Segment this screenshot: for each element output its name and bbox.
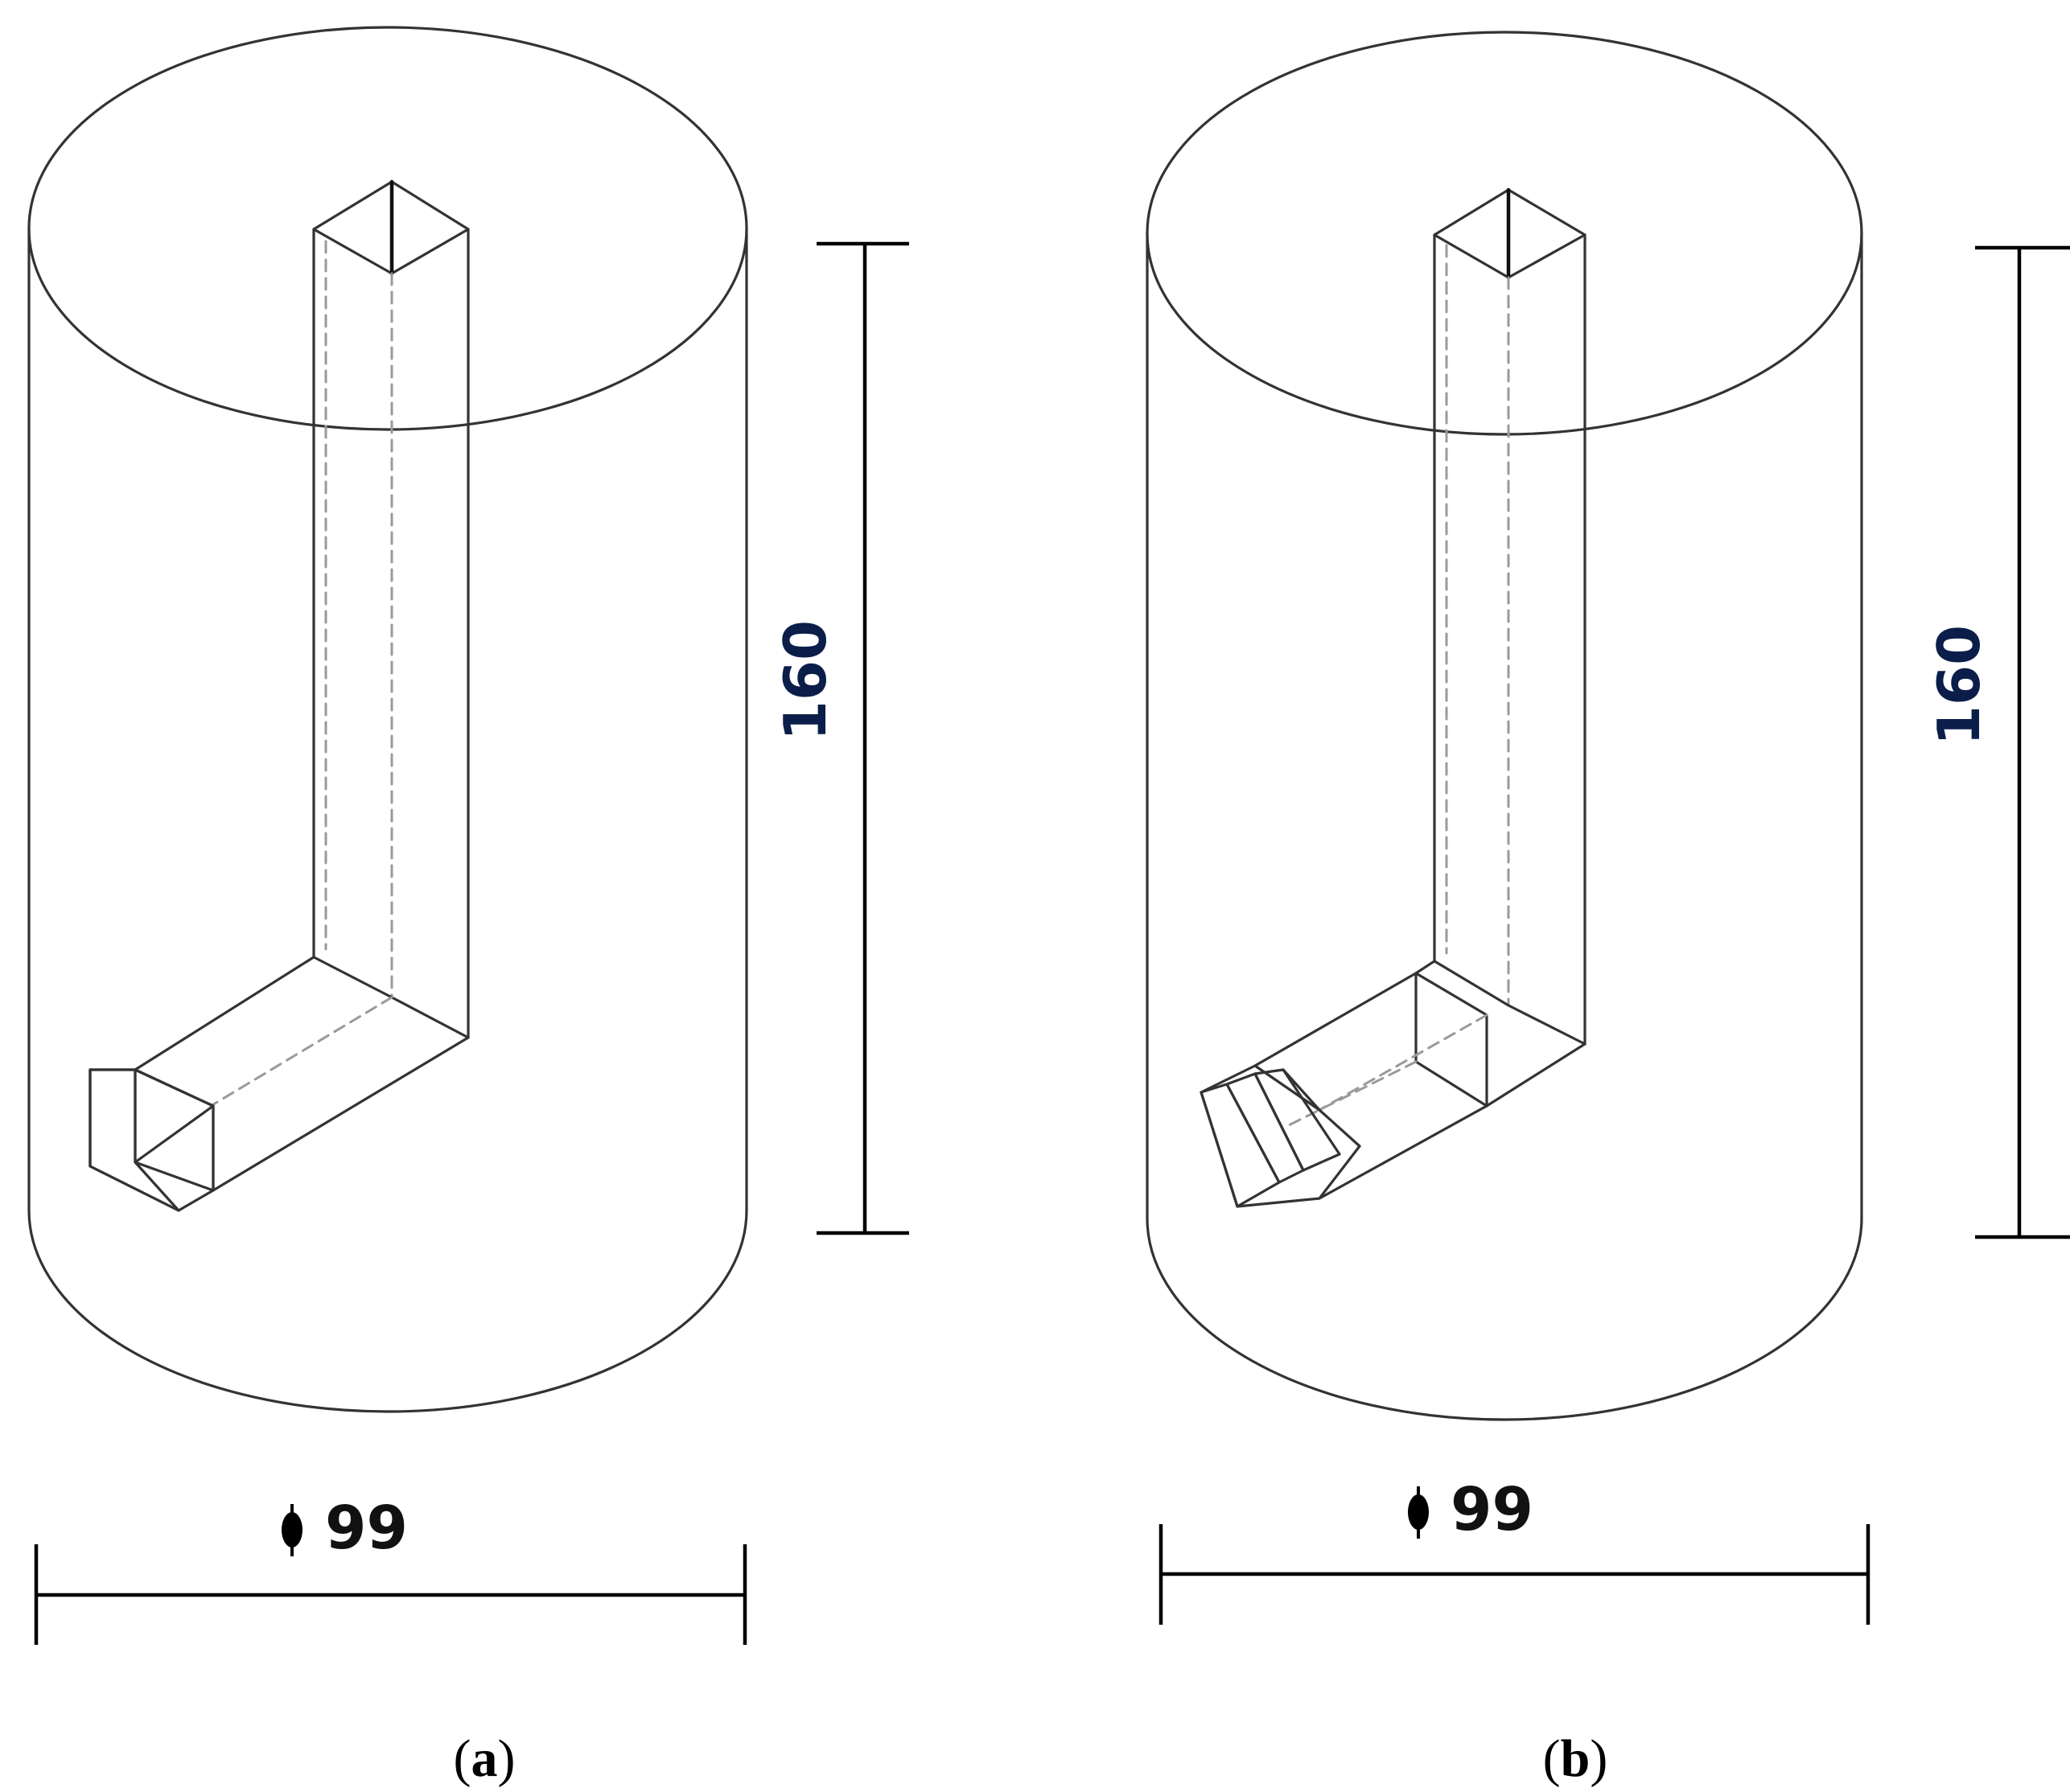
outlet-top-face-b [1282, 1068, 1321, 1112]
bend-edge-2-a [390, 996, 470, 1039]
caption-open-a: ( [454, 1729, 471, 1788]
diameter-label-a: 99 [325, 1494, 408, 1563]
cylinder-b [1146, 31, 1863, 1421]
incline-bottom-edge-b [1485, 1042, 1586, 1108]
caption-open-b: ( [1543, 1729, 1561, 1788]
cylinder-bottom-arc-b [1146, 1217, 1863, 1421]
cylinder-top-ellipse-b [1146, 31, 1863, 436]
cylinder-top-ellipse-a [27, 26, 748, 431]
panel-a: 160 99 (a) [27, 26, 909, 1788]
caption-letter-a: a [471, 1729, 498, 1788]
bend-edge-2-b [1507, 1004, 1586, 1046]
outlet-slab-3-b [1253, 1068, 1341, 1172]
incline-face-b [1414, 972, 1488, 1108]
caption-letter-b: b [1561, 1729, 1591, 1788]
panel-b: 160 99 (b) [1146, 31, 2070, 1788]
height-label-a: 160 [772, 620, 839, 741]
height-label-b: 160 [1925, 625, 1993, 746]
bend-edge-1-b [1433, 960, 1510, 1007]
channel-b [1200, 187, 1586, 1208]
outlet-diagonal-a [134, 1104, 215, 1164]
outlet-slab-1-b [1200, 1083, 1281, 1208]
diameter-dimension-b: 99 [1158, 1475, 1870, 1625]
caption-a: (a) [454, 1729, 516, 1788]
cylinder-a [27, 26, 748, 1413]
cylinder-bottom-arc-a [27, 1209, 748, 1413]
caption-b: (b) [1543, 1729, 1608, 1788]
outlet-top-edge-b [1253, 972, 1418, 1067]
bend-edge-1-a [312, 956, 393, 999]
height-dimension-b: 160 [1925, 245, 2070, 1239]
channel-a [88, 179, 470, 1212]
arm-bottom-edge-a [212, 1036, 470, 1192]
outlet-hidden-edge-2-b [1286, 1060, 1418, 1128]
outlet-bottom-edge-b [1318, 1104, 1488, 1200]
outlet-hidden-edge-b [1318, 1013, 1488, 1112]
outlet-frame-b [1200, 1064, 1361, 1208]
arm-hidden-edge-a [209, 996, 393, 1108]
diameter-label-b: 99 [1451, 1475, 1533, 1544]
caption-close-b: ) [1590, 1729, 1607, 1788]
incline-top-edge-b [1414, 960, 1436, 975]
caption-close-a: ) [498, 1729, 516, 1788]
diameter-dimension-a: 99 [34, 1494, 747, 1645]
outlet-face-a [134, 1068, 215, 1192]
outlet-frame-a [88, 1068, 215, 1212]
height-dimension-a: 160 [772, 241, 909, 1235]
arm-top-edge-a [134, 956, 315, 1071]
